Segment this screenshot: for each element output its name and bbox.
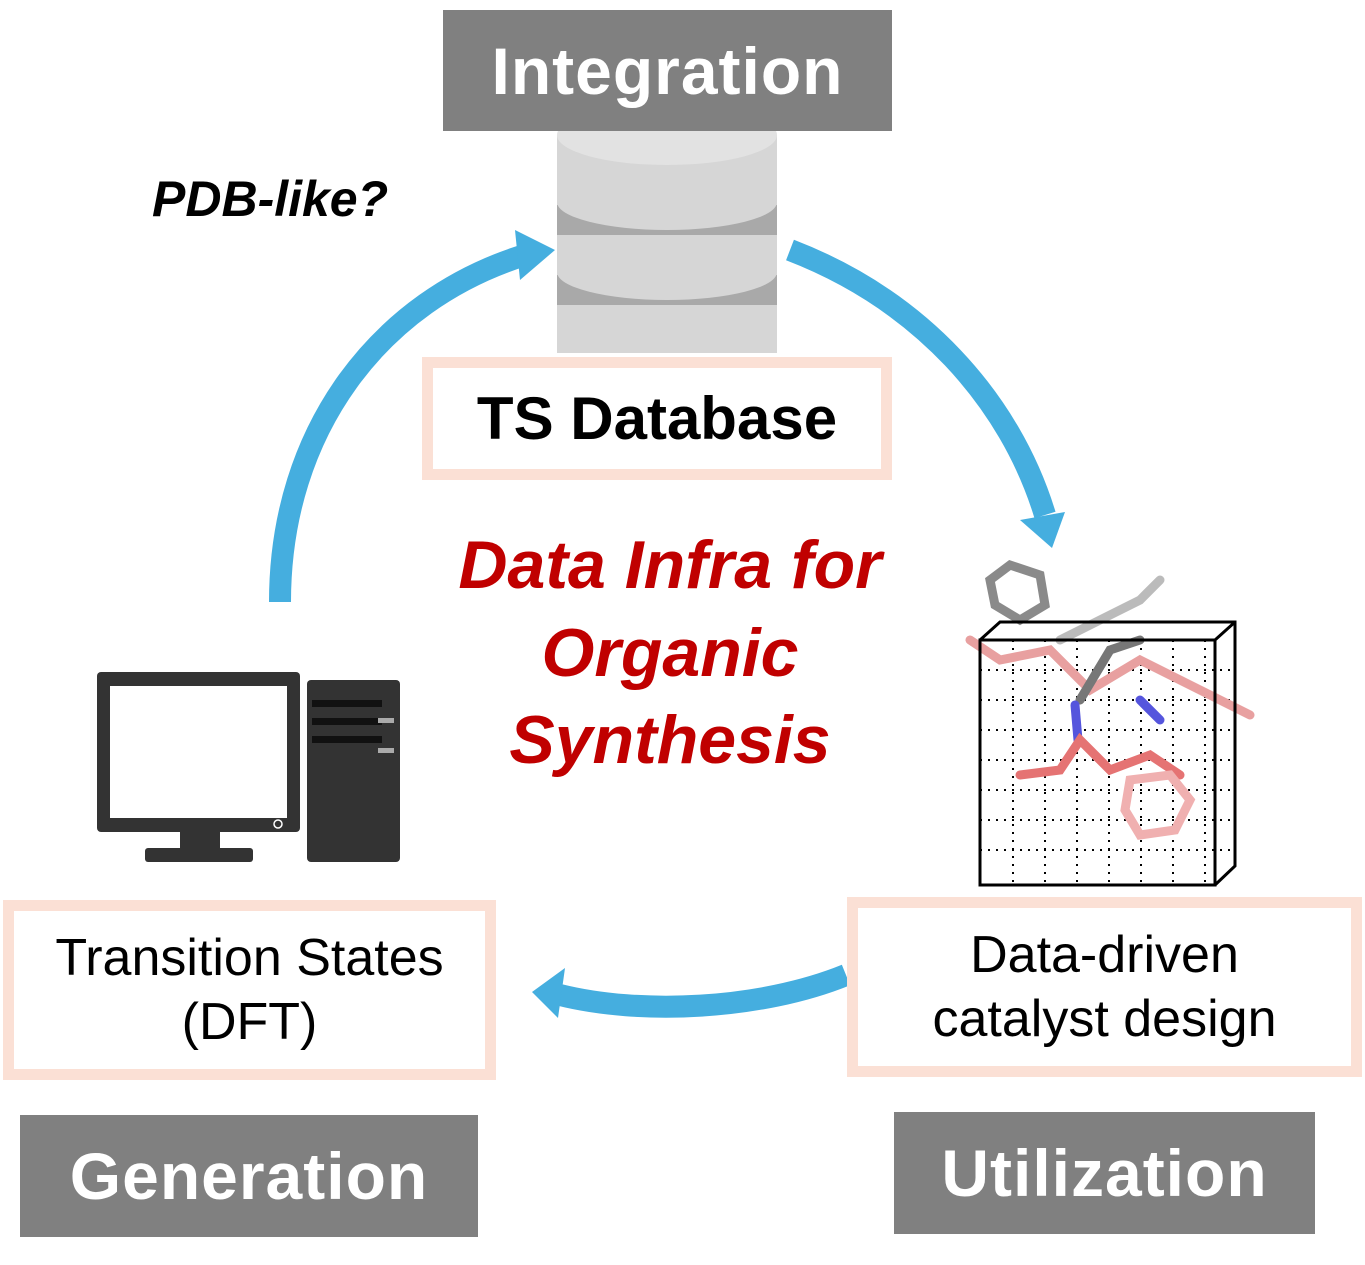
pdb-like-question: PDB-like? xyxy=(152,171,389,227)
center-title-line-1: Data Infra for xyxy=(458,527,882,603)
stage-integration-label: Integration xyxy=(443,10,892,131)
catalyst-design-line-2: catalyst design xyxy=(932,990,1277,1048)
computer-icon xyxy=(97,672,400,862)
catalyst-design-line-1: Data-driven xyxy=(970,926,1239,984)
transition-states-box: Transition States (DFT) xyxy=(3,900,496,1080)
center-title-line-3: Synthesis xyxy=(509,702,831,778)
ts-database-box: TS Database xyxy=(422,357,892,480)
transition-states-line-1: Transition States xyxy=(55,929,444,987)
transition-states-line-2: (DFT) xyxy=(181,993,318,1051)
arrow-generation-to-integration xyxy=(269,230,555,603)
catalyst-design-box: Data-driven catalyst design xyxy=(847,897,1362,1077)
arrow-integration-to-utilization xyxy=(786,239,1065,548)
center-title-line-2: Organic xyxy=(541,615,799,691)
ts-database-label: TS Database xyxy=(476,385,838,452)
catalyst-structure-image xyxy=(965,559,1255,887)
database-icon xyxy=(557,105,777,353)
stage-generation-label: Generation xyxy=(20,1115,478,1237)
arrow-utilization-to-generation xyxy=(532,964,851,1018)
stage-utilization-label: Utilization xyxy=(894,1112,1315,1234)
